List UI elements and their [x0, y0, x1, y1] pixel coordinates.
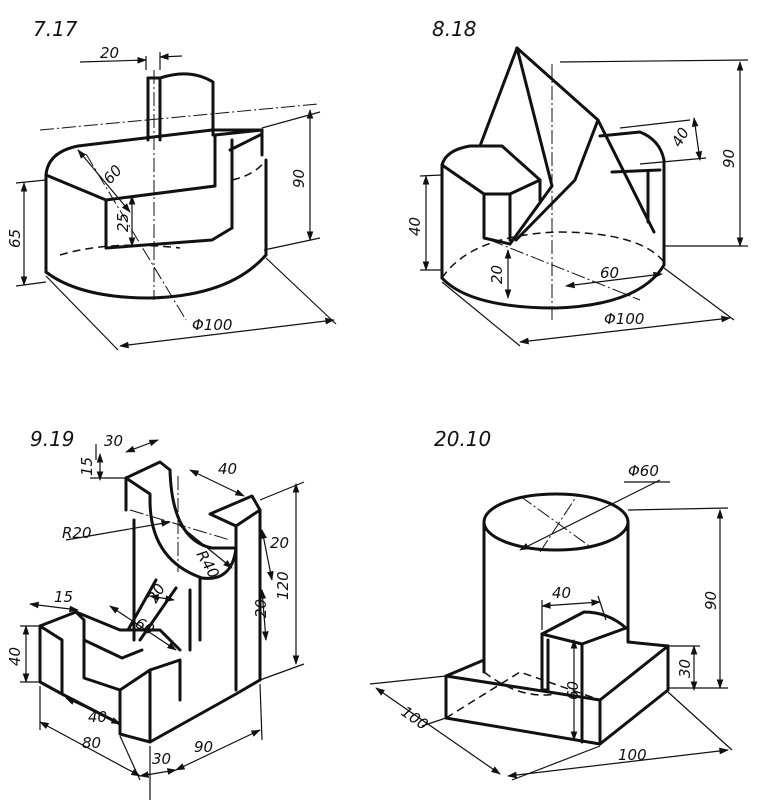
figure-title: 8.18: [432, 17, 477, 41]
dim-label: 40: [552, 584, 571, 602]
figure-9-19: 9.19: [6, 427, 305, 800]
figure-title: 7.17: [33, 17, 78, 41]
dim-label: 20: [270, 534, 289, 552]
dimension-labels: 20 60 25 90 65 Φ100: [6, 44, 308, 334]
dim-label: Φ60: [628, 462, 659, 480]
figure-title: 20.10: [434, 427, 491, 451]
dim-label: 30: [152, 750, 171, 768]
part-drawing: [440, 46, 666, 320]
dim-label: 65: [6, 229, 24, 248]
figure-title: 9.19: [30, 427, 75, 451]
dim-label: 80: [82, 734, 101, 752]
figure-8-18: 8.18: [406, 17, 749, 347]
dimension-labels: 40 90 40 20 60 Φ100: [406, 124, 738, 328]
dim-label: 30: [676, 659, 694, 678]
dim-label: 40: [406, 217, 424, 236]
dim-label: 90: [290, 169, 308, 188]
dim-label: 15: [54, 588, 73, 606]
dim-label: 120: [274, 571, 292, 600]
dim-label: 30: [104, 432, 123, 450]
dim-label: 60: [564, 681, 582, 700]
dimension-labels: Φ60 40 90 30 60 100 100: [398, 462, 720, 764]
dim-label: 20: [100, 44, 119, 62]
dim-label: 20: [488, 265, 506, 284]
figure-20-10: 20.10: [369, 427, 733, 781]
dim-label: 20: [252, 599, 270, 618]
dim-label: 40: [668, 124, 693, 150]
dimension-lines: [15, 52, 337, 351]
dim-label: 40: [218, 460, 237, 478]
dim-label: 25: [114, 213, 132, 232]
dim-label: 90: [720, 149, 738, 168]
figure-7-17: 7.17: [6, 17, 337, 351]
dim-label: 90: [194, 738, 213, 756]
part-drawing: [39, 70, 319, 321]
dim-label: 100: [618, 746, 647, 764]
dim-label: 90: [702, 591, 720, 610]
dim-label: 40: [88, 708, 107, 726]
dimension-lines: [369, 479, 733, 781]
dim-label: 40: [6, 647, 24, 666]
dimension-lines: [419, 59, 749, 347]
dim-label: Φ100: [604, 310, 644, 328]
dim-label: Φ100: [192, 316, 232, 334]
dim-label: 60: [600, 264, 619, 282]
dimension-lines: [20, 439, 305, 800]
dim-label: 15: [78, 457, 96, 476]
dim-label: R20: [62, 524, 92, 542]
